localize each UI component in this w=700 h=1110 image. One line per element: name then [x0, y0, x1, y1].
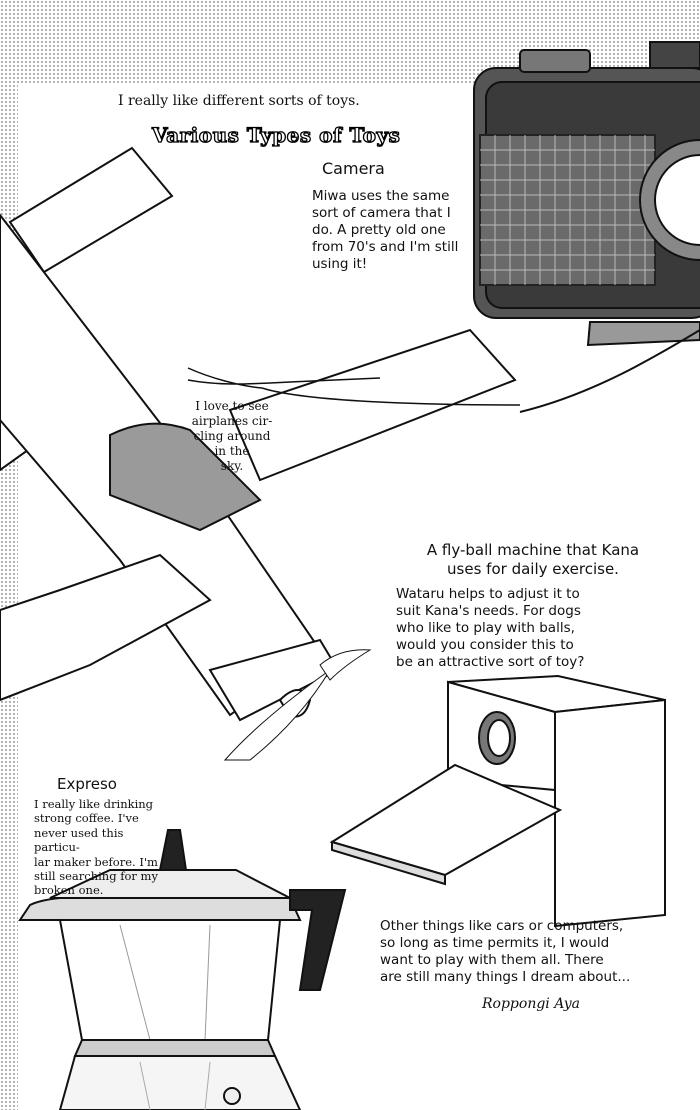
espresso-text: I really like drinking strong coffee. I'… — [34, 797, 158, 898]
airplane-illustration — [0, 146, 521, 761]
author-signature: Roppongi Aya — [482, 996, 581, 1012]
camera-illustration — [473, 41, 700, 413]
page-title: Various Types of Toys — [151, 122, 401, 147]
espresso-pot-illustration — [18, 829, 347, 1110]
airplane-text: I love to see airplanes cir- cling aroun… — [191, 399, 273, 473]
flyball-text: Wataru helps to adjust it to suit Kana's… — [396, 586, 585, 670]
closing-text: Other things like cars or computers, so … — [380, 918, 631, 985]
camera-heading: Camera — [322, 159, 385, 178]
flyball-machine-illustration — [329, 674, 666, 928]
espresso-heading: Expreso — [57, 775, 117, 793]
camera-text: Miwa uses the same sort of camera that I… — [312, 188, 459, 272]
flyball-heading: A fly-ball machine that Kana uses for da… — [426, 541, 640, 578]
intro-text: I really like different sorts of toys. — [118, 93, 360, 109]
